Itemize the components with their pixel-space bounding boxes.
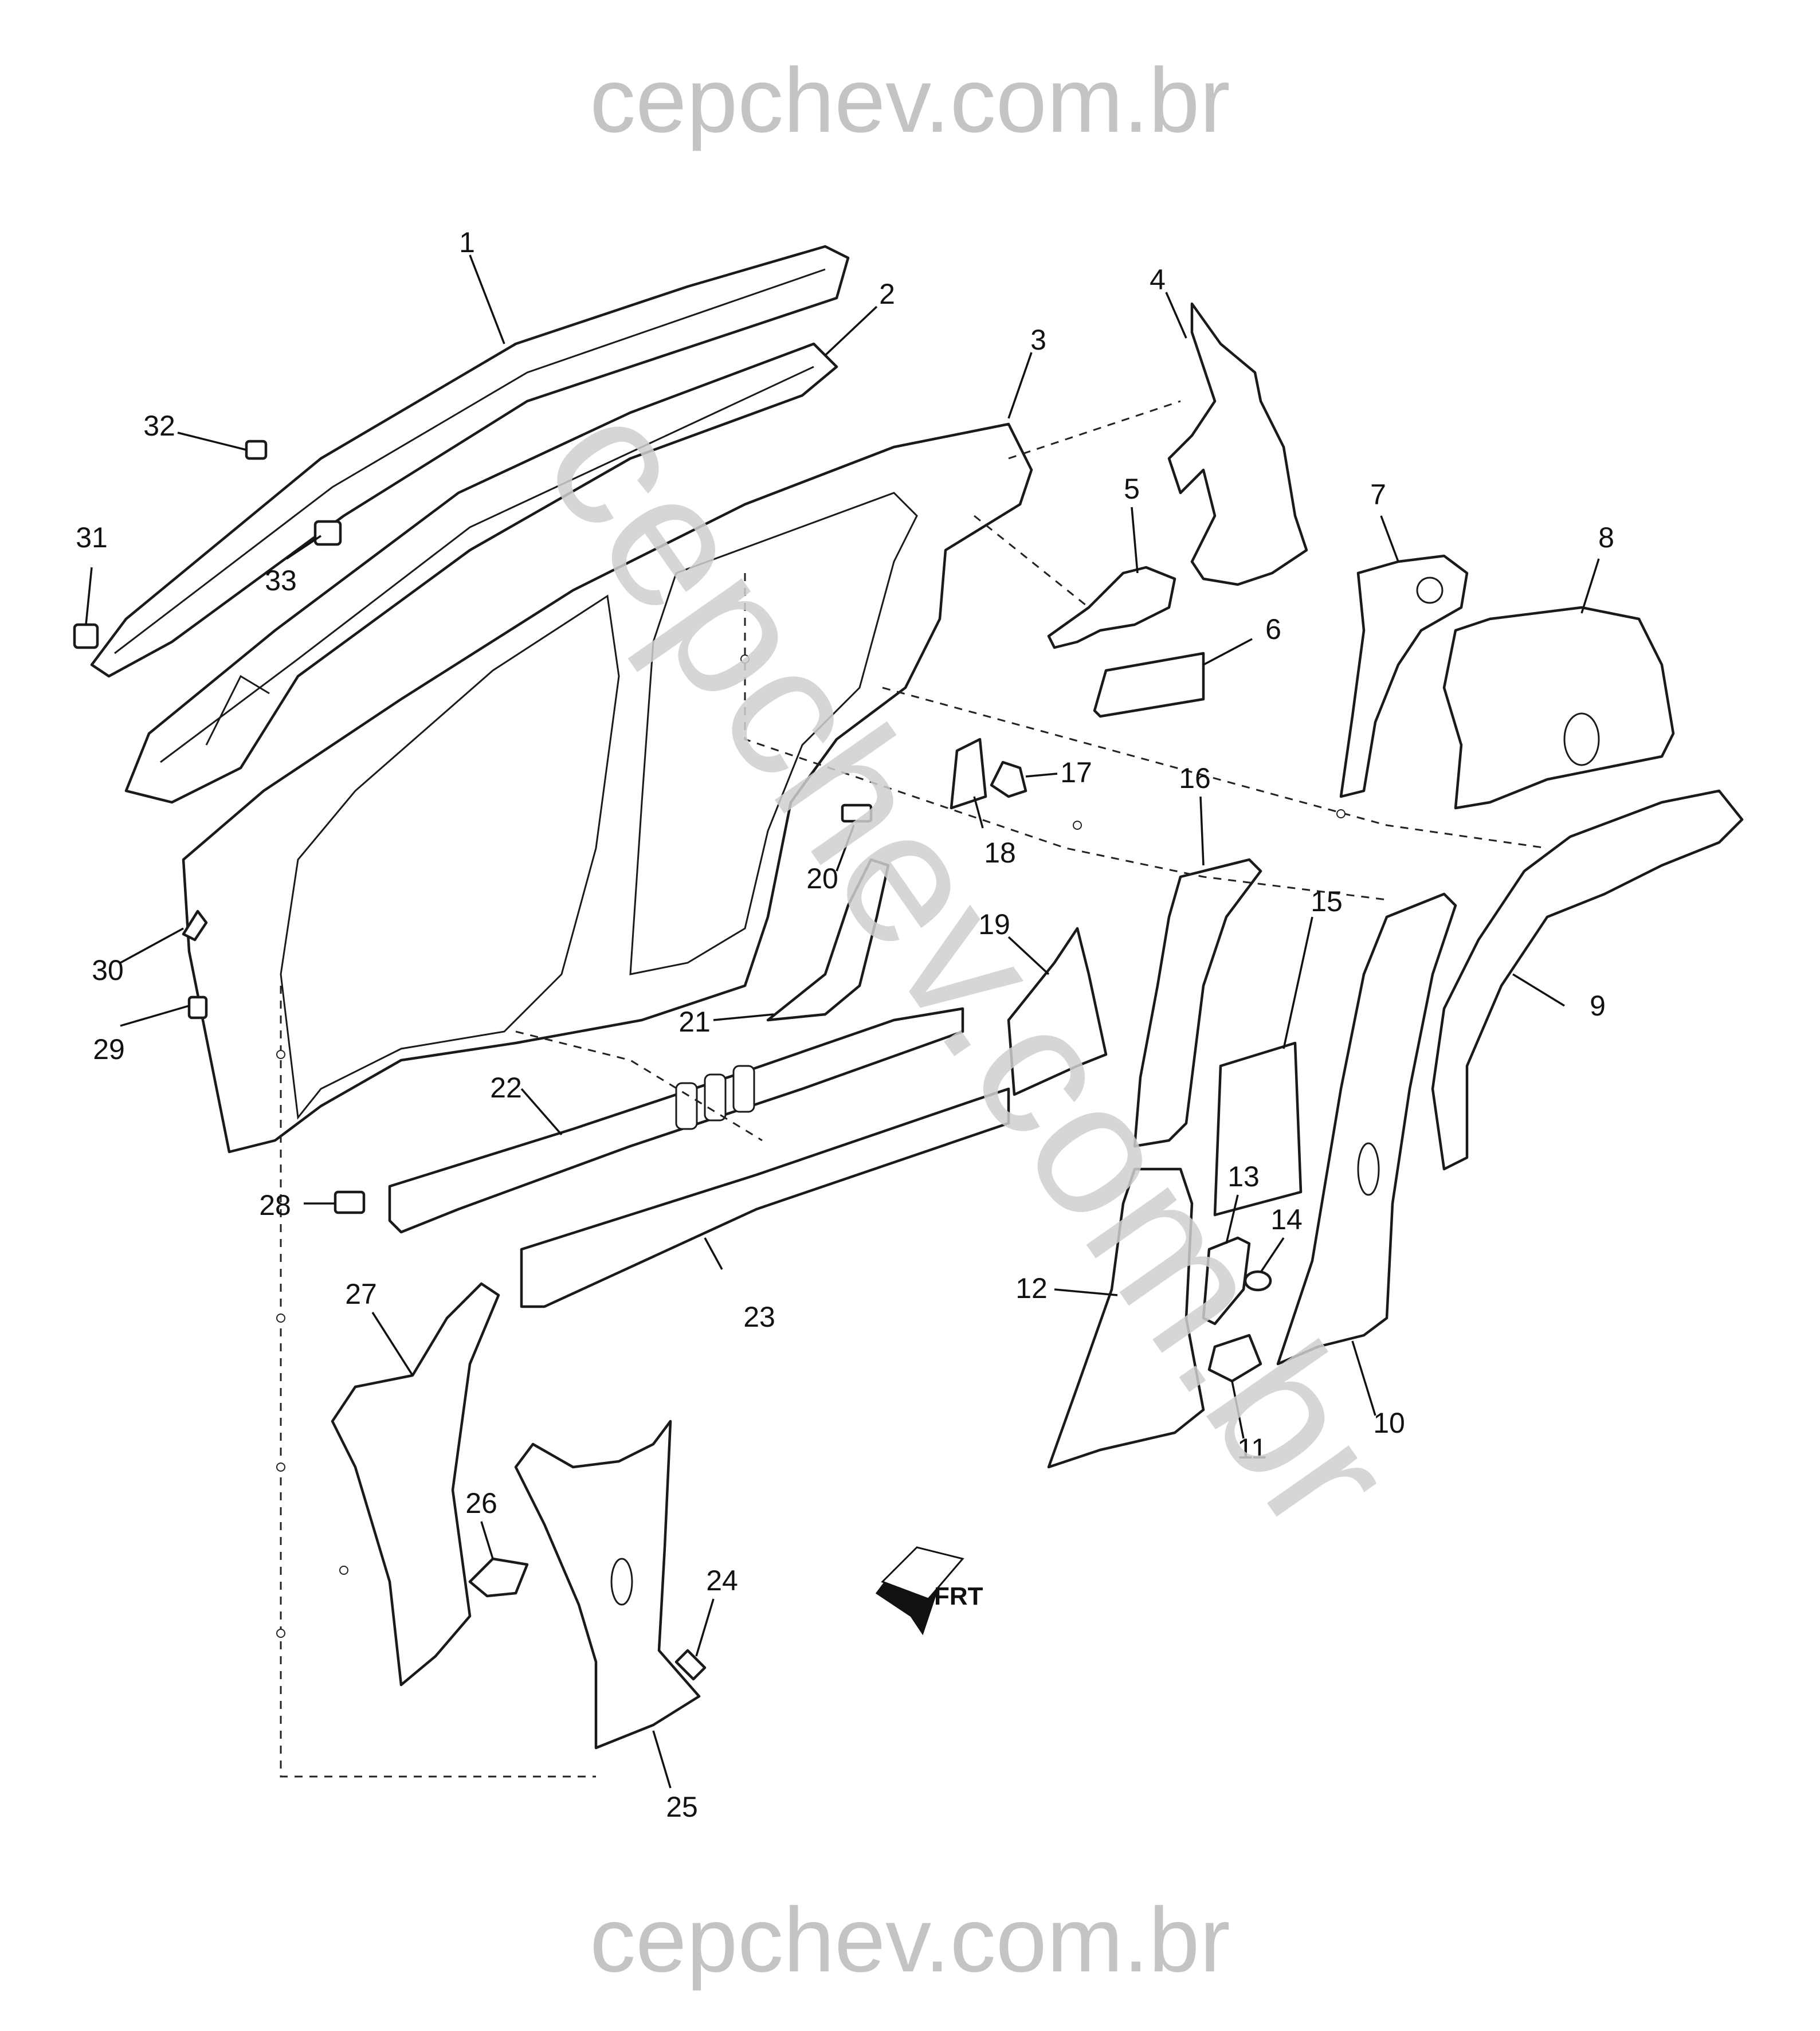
callout-12: 12	[1015, 1272, 1048, 1304]
callout-32: 32	[143, 410, 175, 442]
part-clip-29	[187, 995, 208, 1020]
front-label: FRT	[934, 1582, 983, 1610]
callout-33: 33	[265, 564, 297, 597]
watermark-top: cepchev.com.br	[590, 49, 1230, 151]
callout-21: 21	[678, 1006, 711, 1038]
callout-29: 29	[93, 1033, 125, 1065]
callout-15: 15	[1311, 885, 1343, 918]
part-bracket-5	[1047, 566, 1176, 649]
callout-4: 4	[1150, 264, 1166, 296]
callout-31: 31	[76, 522, 108, 554]
part-clip-32	[245, 440, 268, 460]
part-wheelhouse-panel-8	[1442, 606, 1675, 810]
callout-22: 22	[490, 1072, 522, 1104]
part-hinge-pillar-27	[331, 1282, 500, 1687]
part-plate-26	[468, 1557, 529, 1598]
part-pushpin-31	[73, 623, 99, 649]
callout-26: 26	[465, 1487, 497, 1519]
watermark-bottom: cepchev.com.br	[590, 1888, 1230, 1991]
callout-17: 17	[1060, 756, 1092, 789]
callout-8: 8	[1598, 522, 1614, 554]
part-bracket-30	[182, 909, 208, 942]
relation-lines	[276, 400, 1548, 1778]
callout-11: 11	[1237, 1433, 1267, 1465]
part-wheelhouse-outer-9	[1431, 789, 1744, 1171]
part-a-pillar-inner-25	[514, 1420, 701, 1750]
callout-25: 25	[666, 1791, 698, 1823]
part-body-side-outer-frame	[182, 422, 1033, 1154]
part-quarter-inner-upper	[1167, 302, 1308, 586]
part-bolt-24	[674, 1649, 707, 1681]
callout-10: 10	[1373, 1407, 1405, 1439]
callout-24: 24	[706, 1565, 738, 1597]
part-clip-28	[334, 1190, 366, 1214]
front-direction-indicator: FRT	[875, 1546, 983, 1636]
part-bracket-11	[1207, 1334, 1262, 1383]
part-rocker-outer-23	[520, 1087, 1010, 1308]
part-clip-33	[313, 520, 342, 546]
part-b-pillar-inner-12	[1047, 1167, 1205, 1469]
callout-14: 14	[1270, 1203, 1303, 1236]
callout-19: 19	[978, 908, 1010, 940]
callout-30: 30	[92, 954, 124, 986]
callout-18: 18	[984, 837, 1016, 869]
part-reinforcement-13	[1202, 1236, 1251, 1326]
part-b-pillar-strip-21	[766, 858, 890, 1022]
part-clip-17	[990, 760, 1027, 798]
callout-28: 28	[259, 1189, 291, 1221]
callout-13: 13	[1227, 1160, 1260, 1193]
part-pad-6	[1093, 652, 1205, 718]
callout-23: 23	[743, 1301, 775, 1333]
part-fastener-20	[841, 803, 873, 823]
callout-6: 6	[1265, 613, 1281, 645]
part-panel-15	[1213, 1041, 1303, 1217]
leader-lines	[85, 254, 1600, 1789]
part-rocker-plate-19	[1007, 927, 1108, 1096]
callout-7: 7	[1370, 479, 1386, 511]
part-clip-14	[1244, 1270, 1272, 1292]
part-c-pillar-inner-10	[1276, 892, 1457, 1366]
callout-9: 9	[1590, 990, 1606, 1022]
callout-labels: 1 2 3 4 5 6 7 8 9 10 11 12 13 14 15 16 1…	[76, 226, 1614, 1823]
part-pillar-reinforcement-7	[1339, 554, 1469, 798]
part-bracket-18	[950, 738, 987, 810]
callout-20: 20	[806, 862, 838, 895]
callout-1: 1	[459, 226, 475, 258]
callout-3: 3	[1030, 324, 1046, 356]
part-rocker-inner-22	[388, 1007, 964, 1234]
callout-5: 5	[1124, 473, 1140, 505]
callout-16: 16	[1179, 762, 1211, 794]
part-roof-rail-outer	[90, 245, 850, 678]
part-roof-rail-inner	[124, 342, 838, 804]
callout-27: 27	[345, 1278, 377, 1310]
part-b-pillar-outer-16	[1133, 858, 1262, 1148]
callout-2: 2	[879, 278, 895, 310]
